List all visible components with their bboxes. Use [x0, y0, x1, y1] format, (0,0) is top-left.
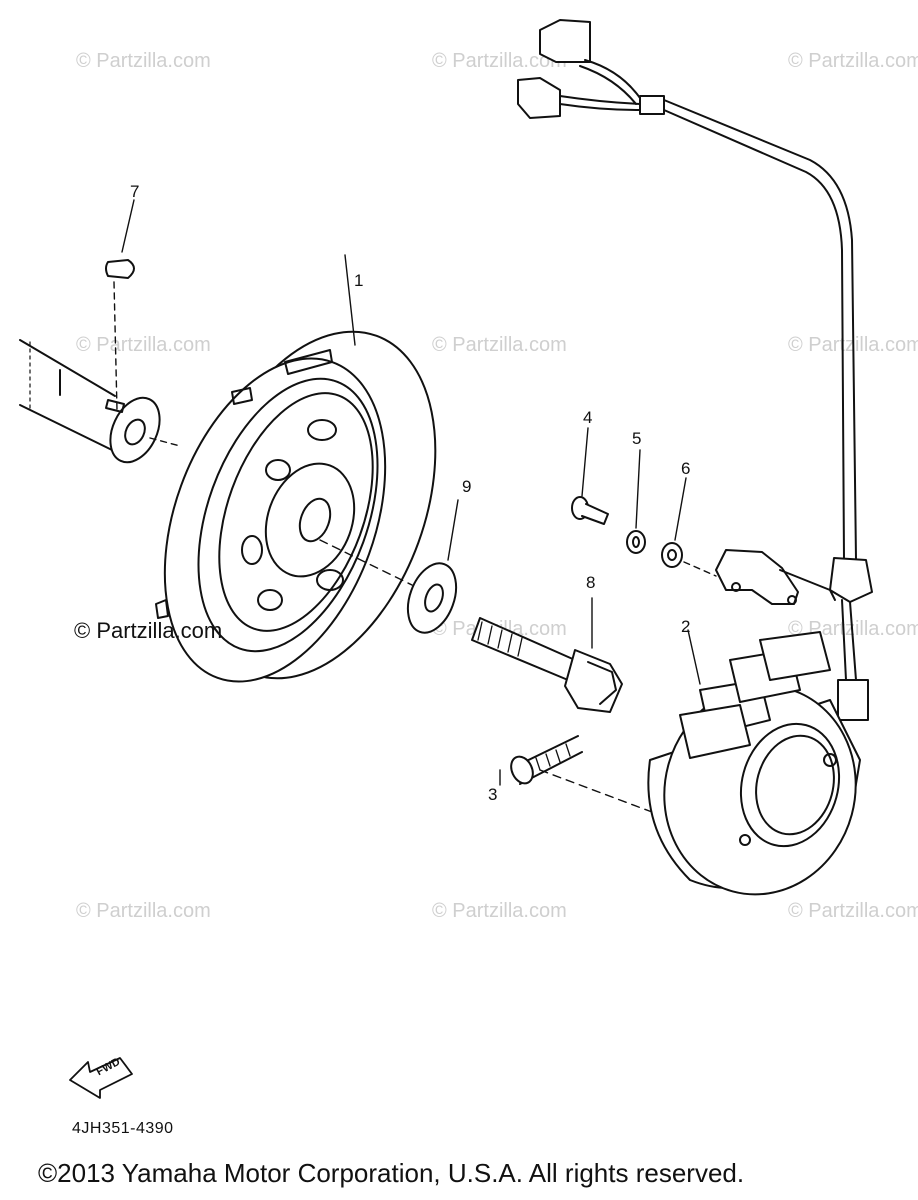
- callout-5: 5: [632, 429, 642, 448]
- callout-7: 7: [130, 182, 140, 201]
- rotor-flywheel: [149, 254, 437, 683]
- rotor-bolt: [471, 597, 623, 713]
- crankshaft-end: [19, 339, 161, 464]
- watermark-strong: © Partzilla.com: [74, 618, 223, 643]
- callout-6: 6: [681, 459, 691, 478]
- copyright-notice: ©2013 Yamaha Motor Corporation, U.S.A. A…: [38, 1158, 745, 1188]
- fwd-arrow-icon: [69, 1057, 133, 1099]
- stator-assembly: [647, 629, 861, 896]
- watermark: © Partzilla.com: [432, 50, 567, 72]
- pickup-screw: [571, 427, 609, 525]
- callout-4: 4: [583, 408, 593, 427]
- callout-2: 2: [681, 617, 691, 636]
- wire-harness: [517, 19, 873, 721]
- pickup-coil: [715, 549, 836, 605]
- woodruff-key: [105, 199, 135, 411]
- watermark: © Partzilla.com: [76, 900, 211, 922]
- lock-washer: [626, 449, 646, 554]
- watermark: © Partzilla.com: [432, 900, 567, 922]
- callout-9: 9: [462, 477, 472, 496]
- watermark: © Partzilla.com: [76, 50, 211, 72]
- watermark: © Partzilla.com: [432, 334, 567, 356]
- callout-3: 3: [488, 785, 498, 804]
- watermark: © Partzilla.com: [76, 334, 211, 356]
- plain-washer: [661, 477, 717, 577]
- watermark: © Partzilla.com: [788, 50, 918, 72]
- washer: [319, 499, 459, 634]
- callout-1: 1: [354, 271, 364, 290]
- callout-8: 8: [586, 573, 596, 592]
- diagram-number: 4JH351-4390: [72, 1120, 174, 1137]
- watermark: © Partzilla.com: [788, 900, 918, 922]
